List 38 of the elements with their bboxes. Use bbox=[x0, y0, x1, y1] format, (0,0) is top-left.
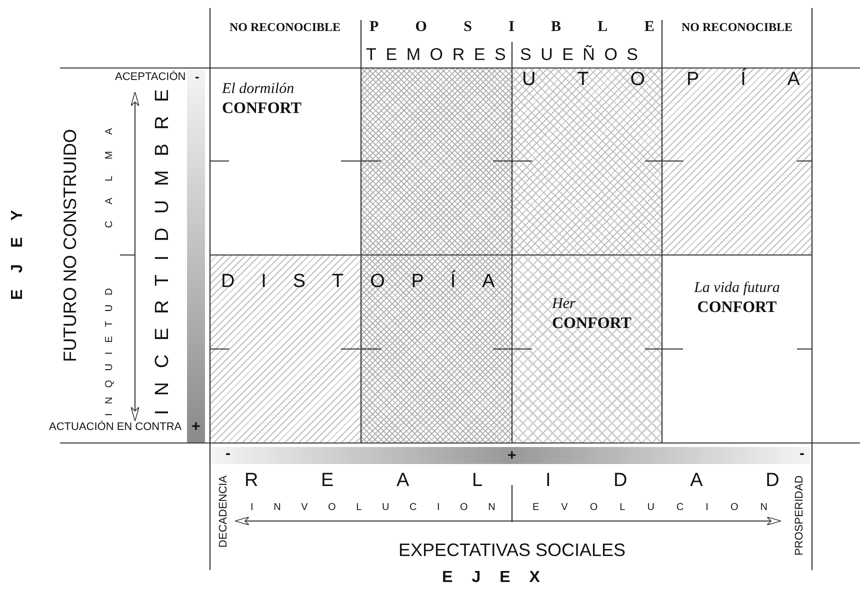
film-title: Her bbox=[552, 295, 576, 314]
scale-sign: + bbox=[508, 446, 516, 464]
region-label: D I S T O P Í A bbox=[221, 271, 495, 293]
film-title: La vida futura bbox=[693, 279, 781, 298]
quadrant-cell bbox=[512, 255, 662, 443]
scale-sign: - bbox=[195, 68, 200, 84]
scale-title: I N C E R T I D U M B R E bbox=[152, 89, 174, 415]
axis-label: EXPECTATIVAS SOCIALES bbox=[398, 540, 626, 560]
scale-end-label: ACTUACIÓN EN CONTRA bbox=[49, 420, 182, 434]
scale-sign: + bbox=[192, 418, 200, 434]
scale-end-label: PROSPERIDAD bbox=[794, 474, 807, 556]
quadrant-cell bbox=[361, 68, 512, 255]
cell-heading: CONFORT bbox=[552, 314, 632, 333]
column-heading: NO RECONOCIBLE bbox=[230, 20, 341, 34]
quadrant-cell bbox=[512, 68, 662, 255]
cell-heading: CONFORT bbox=[222, 99, 302, 118]
region-label: U T O P Í A bbox=[522, 69, 800, 91]
quadrant-cell bbox=[361, 255, 512, 443]
axis-title: E J E X bbox=[442, 569, 540, 587]
scale-end-label: DECADENCIA bbox=[218, 474, 231, 548]
axis-title: E J E Y bbox=[9, 210, 27, 300]
axis-label: FUTURO NO CONSTRUIDO bbox=[60, 128, 80, 362]
column-heading: NO RECONOCIBLE bbox=[682, 20, 793, 34]
column-subheading: T E M O R E S bbox=[366, 45, 506, 65]
scale-label: E V O L U C I O N bbox=[532, 502, 768, 514]
film-title: El dormilón bbox=[222, 80, 294, 99]
scale-title: R E A L I D A D bbox=[244, 470, 780, 492]
quadrant-cell bbox=[662, 68, 812, 255]
scale-sign: - bbox=[226, 444, 230, 462]
scale-end-label: ACEPTACIÓN bbox=[115, 70, 186, 84]
cell-heading: CONFORT bbox=[696, 298, 778, 317]
column-heading: P O S I B L E bbox=[370, 18, 654, 36]
scale-label: I N V O L U C I O N bbox=[250, 502, 496, 514]
scale-sign: - bbox=[800, 444, 804, 462]
column-subheading: S U E Ñ O S bbox=[520, 45, 638, 65]
quadrant-cell bbox=[210, 255, 361, 443]
scale-label: C A L M A bbox=[104, 128, 116, 228]
scale-label: I N Q U I E T U D bbox=[104, 288, 116, 416]
